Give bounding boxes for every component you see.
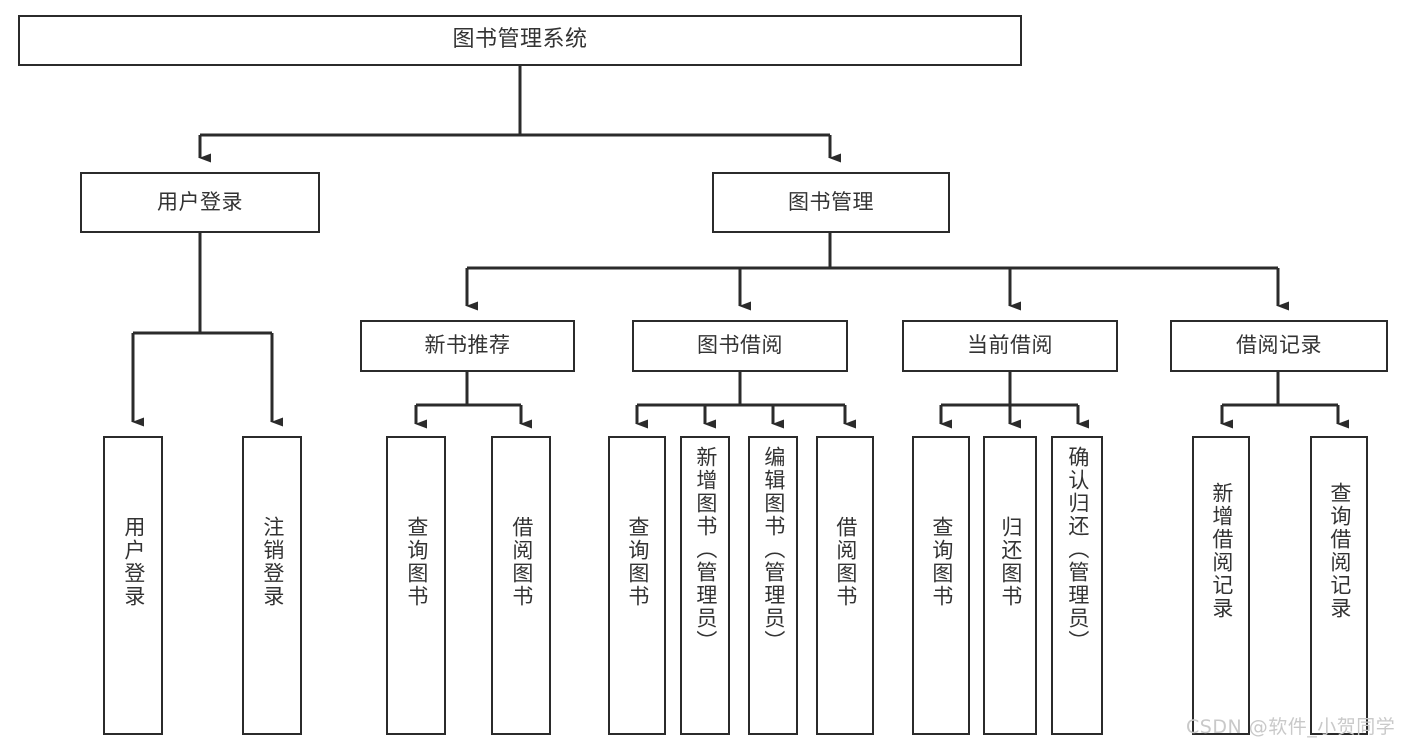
node-label: 新增图书（管理员） [693,446,718,653]
node-label: 借阅图书 [509,516,534,608]
node-label: 图书管理系统 [452,27,588,53]
leaf-new-book-query-books[interactable]: 查询图书 [386,436,446,735]
csdn-watermark: CSDN @软件_小贺同学 [1186,716,1396,738]
node-label: 新增借阅记录 [1209,482,1234,620]
node-root-book-management-system[interactable]: 图书管理系统 [18,15,1022,66]
leaf-borrow-edit-book-admin[interactable]: 编辑图书（管理员） [748,436,798,735]
node-label: 查询图书 [625,516,650,608]
node-label: 归还图书 [998,516,1023,608]
leaf-record-add-record[interactable]: 新增借阅记录 [1192,436,1250,735]
leaf-record-query-record[interactable]: 查询借阅记录 [1310,436,1368,735]
node-label: 借阅记录 [1236,333,1322,358]
node-label: 当前借阅 [967,333,1053,358]
leaf-borrow-borrow-books[interactable]: 借阅图书 [816,436,874,735]
leaf-user-login-login[interactable]: 用户登录 [103,436,163,735]
node-label: 确认归还（管理员） [1065,446,1090,653]
node-book-management[interactable]: 图书管理 [712,172,950,233]
leaf-current-query-books[interactable]: 查询图书 [912,436,970,735]
node-book-borrow[interactable]: 图书借阅 [632,320,848,372]
node-current-borrow[interactable]: 当前借阅 [902,320,1118,372]
leaf-user-login-logout[interactable]: 注销登录 [242,436,302,735]
node-user-login[interactable]: 用户登录 [80,172,320,233]
node-borrow-record[interactable]: 借阅记录 [1170,320,1388,372]
node-label: 查询借阅记录 [1327,482,1352,620]
node-new-book-recommend[interactable]: 新书推荐 [360,320,575,372]
node-label: 用户登录 [157,189,243,214]
leaf-new-book-borrow-books[interactable]: 借阅图书 [491,436,551,735]
node-label: 注销登录 [260,516,285,608]
node-label: 图书借阅 [697,333,783,358]
node-label: 查询图书 [404,516,429,608]
leaf-current-confirm-return-admin[interactable]: 确认归还（管理员） [1051,436,1103,735]
node-label: 新书推荐 [424,333,511,358]
node-label: 编辑图书（管理员） [761,446,786,653]
leaf-borrow-query-books[interactable]: 查询图书 [608,436,666,735]
node-label: 图书管理 [788,189,874,214]
node-label: 用户登录 [121,516,146,608]
node-label: 借阅图书 [833,516,858,608]
node-label: 查询图书 [929,516,954,608]
leaf-borrow-add-book-admin[interactable]: 新增图书（管理员） [680,436,730,735]
leaf-current-return-books[interactable]: 归还图书 [983,436,1037,735]
